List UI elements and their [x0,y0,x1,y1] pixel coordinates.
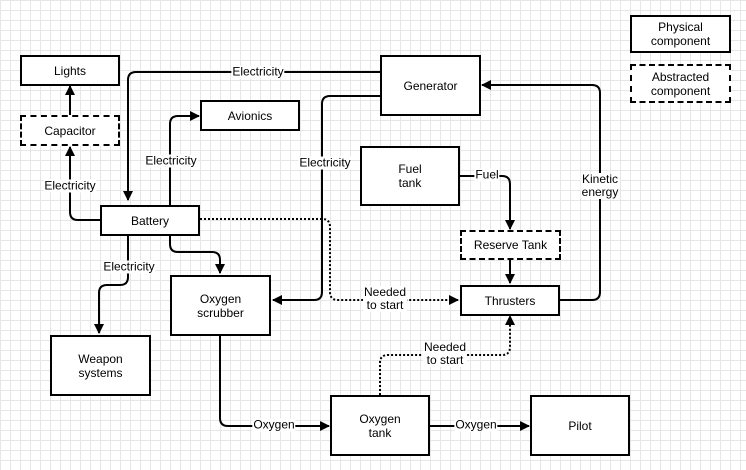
node-reserve-tank: Reserve Tank [460,230,561,260]
legend-physical-component: Physical component [630,15,731,53]
edge-battery-capacitor [65,146,100,221]
node-avionics: Avionics [200,100,300,131]
edge-generator-scrubber [272,95,380,305]
node-pilot: Pilot [530,395,630,456]
label-battery-weapons: Electricity [102,259,156,274]
node-battery: Battery [100,205,200,236]
edge-battery-avionics [169,111,200,205]
node-oxygen-scrubber: Oxygen scrubber [170,275,271,336]
node-oxygen-tank: Oxygen tank [330,395,430,456]
label-battery-avionics: Electricity [144,153,198,168]
label-kinetic-energy: Kinetic energy [580,172,620,199]
node-generator: Generator [380,55,481,116]
edge-battery-scrubber [169,236,225,274]
label-oxygentank-thrusters: Needed to start [422,340,468,367]
label-battery-capacitor: Electricity [43,178,97,193]
node-lights: Lights [20,55,120,86]
edge-battery-weapons [94,236,129,334]
label-oxygentank-pilot: Oxygen [454,417,498,432]
edge-battery-thrusters [200,218,459,305]
node-capacitor: Capacitor [20,115,120,146]
label-scrubber-oxygentank: Oxygen [252,417,296,432]
node-thrusters: Thrusters [460,285,560,316]
node-fuel-tank: Fuel tank [360,146,460,206]
label-battery-thrusters: Needed to start [362,285,408,312]
node-weapon-systems: Weapon systems [50,335,151,396]
edge-generator-battery [123,71,380,201]
label-generator-battery: Electricity [231,64,285,79]
label-fuel: Fuel [474,167,500,182]
edge-fuel-reserve [460,175,515,230]
legend-abstracted-component: Abstracted component [630,64,731,103]
edge-scrubber-oxygentank [219,336,330,431]
label-generator-scrubber: Electricity [298,155,352,170]
